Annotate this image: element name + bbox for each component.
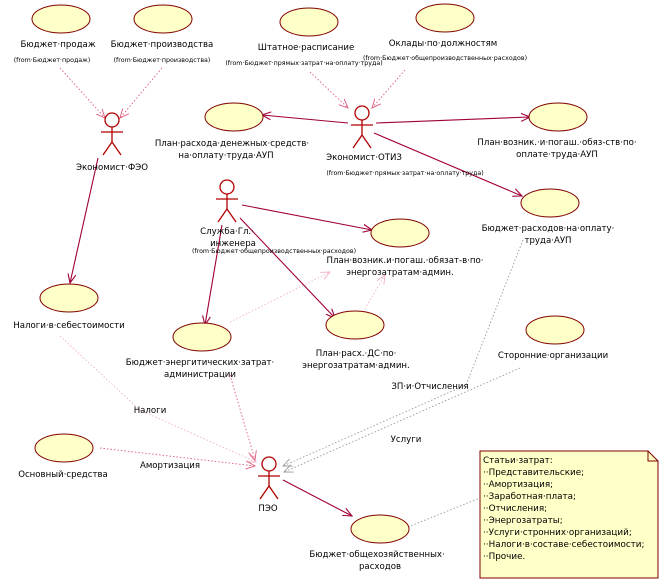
usecase-energy-budget-line1: Бюджет·энергитических·затрат· [126, 358, 275, 368]
note-item: ··Амортизация; [483, 480, 553, 490]
actor-chief-engineer-line2: инженера [210, 239, 256, 249]
usecase-energy-obligations-line1: План·возник.и·погаш.·обязат-в·по· [327, 256, 484, 266]
usecase-energy-cash[interactable] [325, 310, 385, 340]
dep-budget-sales-to-fzo [59, 67, 105, 118]
dep-energy-cash-to-energy-obl [362, 275, 385, 313]
actor-economist-otiz-label: Экономист·ОТИЗ [326, 153, 402, 163]
assoc-otiz-to-cash-plan [262, 115, 349, 124]
dep-third-party-to-peo [284, 367, 521, 472]
usecase-staff-schedule-from: (from·Бюджет·прямых·затрат·на·оплату·тру… [225, 60, 382, 67]
usecase-obligations-plan[interactable] [528, 102, 588, 132]
usecase-third-party-label: Сторонние·организации [498, 351, 608, 361]
note-item: ··Представительские; [483, 468, 584, 478]
usecase-staff-schedule-label: Штатное·расписание [258, 43, 355, 53]
usecase-overhead-budget-line1: Бюджет·общехозяйственных· [309, 550, 444, 560]
usecase-budget-aup[interactable] [520, 188, 580, 218]
actor-chief-engineer-line1: Служба·Гл.· [200, 227, 254, 237]
actor-economist-fzo[interactable] [101, 112, 123, 156]
dep-budget-production-to-fzo [120, 67, 163, 118]
assoc-otiz-to-obligations-plan [375, 117, 530, 124]
usecase-budget-production-label: Бюджет·производства [111, 40, 214, 50]
cost-items-note: Статьи·затрат: ··Представительские; ··Ам… [479, 450, 659, 579]
note-item: ··Заработная·плата; [483, 492, 576, 502]
assoc-fzo-to-taxes [70, 157, 99, 283]
actors: Экономист·ФЭО Экономист·ОТИЗ (from·Бюдже… [76, 105, 484, 514]
usecase-energy-budget-line2: администрации [164, 370, 236, 380]
note-anchor [407, 497, 481, 528]
usecase-budget-aup-line1: Бюджет·расходов·на·оплату· [482, 224, 615, 234]
usecase-fixed-assets[interactable] [34, 433, 94, 463]
usecase-energy-obligations[interactable] [370, 218, 430, 248]
actor-economist-fzo-label: Экономист·ФЭО [76, 163, 148, 173]
usecase-cash-plan-line1: План·расхода·денежных·средств· [155, 139, 309, 149]
assoc-otiz-to-budget-aup [373, 132, 522, 196]
usecase-overhead-budget-line2: расходов [359, 562, 401, 572]
usecase-energy-obligations-from: (from·Бюджет·общепроизводственных·расход… [192, 247, 356, 255]
edge-label-depreciation: Амортизация [140, 461, 200, 471]
assoc-engineer-to-energy-cash [239, 217, 335, 318]
note-item: ··Отчисления; [483, 504, 547, 514]
usecase-cash-plan[interactable] [204, 102, 264, 132]
usecase-cash-plan-line2: на·оплату·труда·АУП [178, 151, 273, 161]
usecase-fixed-assets-label: Основный·средства [18, 470, 108, 480]
usecase-budget-aup-line2: труда·АУП [524, 236, 571, 246]
usecase-budget-production-from: (from·Бюджет·производства) [114, 57, 211, 64]
dep-fixed-assets-to-peo [99, 447, 255, 466]
actor-chief-engineer[interactable] [216, 179, 238, 223]
edge-label-taxes: Налоги [134, 406, 167, 416]
actor-peo-label: ПЭО [258, 504, 277, 514]
connectors [59, 67, 530, 528]
usecase-taxes-cost-label: Налоги·в·себестоимости [13, 321, 124, 331]
usecase-budget-sales-label: Бюджет·продаж [20, 40, 95, 50]
actor-economist-otiz[interactable] [351, 105, 373, 149]
usecase-budget-sales[interactable] [31, 4, 91, 34]
usecase-energy-cash-line2: энергозатратам·админ. [302, 361, 410, 371]
usecase-obligations-plan-line2: оплате·труда·АУП [516, 150, 598, 160]
usecase-overhead-budget[interactable] [350, 514, 410, 544]
usecase-third-party[interactable] [525, 315, 585, 345]
assoc-engineer-to-energy-budget [205, 224, 223, 325]
edge-labels: Налоги Амортизация ЗП·и·Отчисления Услуг… [134, 382, 469, 471]
edge-label-salary-taxes: ЗП·и·Отчисления [391, 382, 468, 392]
dep-staff-schedule-to-otiz [309, 71, 348, 108]
usecase-salaries[interactable] [415, 3, 475, 33]
note-title: Статьи·затрат: [483, 456, 553, 466]
usecase-salaries-from: (from·Бюджет·общепроизводственных·расход… [363, 54, 527, 62]
assoc-peo-to-overhead-budget [282, 479, 352, 516]
actor-economist-otiz-from: (from·Бюджет·прямых·затрат·на·оплату·тру… [326, 170, 483, 177]
dep-salaries-to-otiz [372, 69, 406, 108]
usecase-energy-budget[interactable] [172, 322, 232, 352]
usecase-taxes-cost[interactable] [39, 283, 99, 313]
usecase-obligations-plan-line1: План·возник.·и·погаш.·обяз-ств·по· [477, 138, 636, 148]
usecase-budget-sales-from: (from·Бюджет·продаж) [14, 57, 91, 64]
usecase-budget-production[interactable] [133, 4, 193, 34]
usecase-energy-cash-line1: План·расх.·ДС·по· [316, 349, 397, 359]
assoc-engineer-to-energy-obl [241, 204, 372, 230]
note-item: ··Услуги·стронних·организаций; [483, 528, 632, 538]
dep-energy-budget-to-peo [229, 374, 255, 460]
actor-peo[interactable] [258, 456, 280, 500]
use-cases: Бюджет·продаж (from·Бюджет·продаж) Бюдже… [13, 3, 637, 572]
note-box [479, 450, 659, 579]
dep-taxes-to-peo [59, 335, 256, 462]
note-item: ··Налоги·в·составе·себестоимости; [483, 540, 645, 550]
note-item: ··Прочие. [483, 552, 525, 562]
note-fold [647, 451, 658, 462]
dep-energy-budget-to-energy-obl [229, 272, 330, 323]
usecase-salaries-label: Оклады·по·должностям [389, 39, 497, 49]
note-item: ··Энергозатраты; [483, 516, 563, 526]
usecase-staff-schedule[interactable] [279, 7, 339, 37]
edge-label-services: Услуги [391, 435, 422, 445]
usecase-energy-obligations-line2: энергозатратам·админ. [346, 268, 454, 278]
